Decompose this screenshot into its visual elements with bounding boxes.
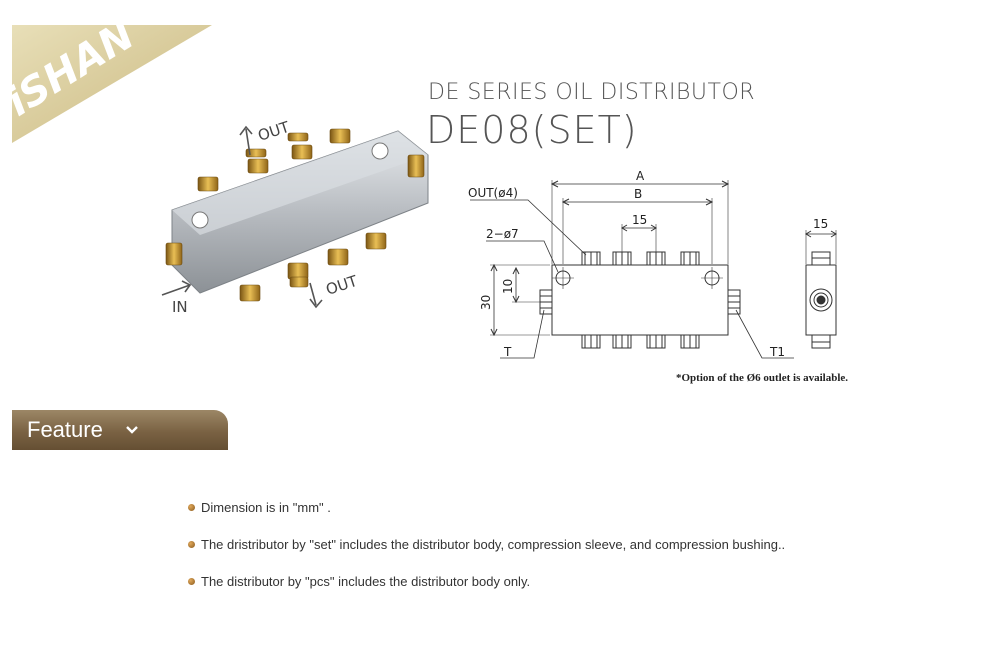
brand-logo-banner: iSHAN — [12, 25, 212, 143]
outlet-label: OUT(ø4) — [468, 186, 518, 200]
port-t1-label: T1 — [769, 345, 785, 359]
option-note: *Option of the Ø6 outlet is available. — [676, 372, 849, 384]
drawing-bottom-fittings — [581, 334, 700, 349]
dim-a-label: A — [636, 169, 645, 183]
height-total-label: 30 — [479, 295, 493, 310]
bottom-fittings — [239, 232, 387, 302]
top-fittings — [197, 128, 351, 192]
pitch-label: 15 — [632, 213, 647, 227]
outlet-side-fitting — [407, 154, 425, 178]
bullet-icon — [188, 577, 195, 585]
inlet-fitting — [165, 242, 183, 266]
out-top-arrow — [239, 125, 253, 156]
bullet-icon — [188, 540, 195, 548]
list-item: Dimension is in "mm" . — [188, 498, 785, 516]
out-bottom-label: OUT — [324, 272, 361, 299]
in-label: IN — [172, 298, 188, 315]
mount-hole-left — [191, 211, 209, 229]
feature-item-text: Dimension is in "mm" . — [201, 499, 331, 515]
drawing-top-fittings — [581, 251, 700, 266]
height-inlet-label: 10 — [501, 279, 515, 294]
out-top-label: OUT — [256, 118, 293, 145]
out-bottom-arrow — [309, 282, 323, 309]
list-item: The dristributor by "set" includes the d… — [188, 535, 785, 553]
mount-holes-label: 2−ø7 — [486, 227, 519, 241]
in-arrow — [161, 280, 192, 296]
feature-tab[interactable]: Feature — [12, 410, 228, 450]
technical-drawing: A B 15 OUT(ø4) 2−ø7 30 10 T T1 — [460, 160, 900, 375]
mount-hole-right — [371, 142, 389, 160]
port-t-label: T — [503, 345, 512, 359]
logo-graphic: iSHAN — [12, 25, 212, 143]
feature-item-text: The distributor by "pcs" includes the di… — [201, 573, 531, 589]
list-item: The distributor by "pcs" includes the di… — [188, 572, 785, 590]
feature-tab-label: Feature — [27, 417, 103, 442]
feature-item-text: The dristributor by "set" includes the d… — [201, 536, 786, 552]
product-photo: OUT OUT IN — [160, 115, 450, 316]
bullet-icon — [188, 503, 195, 511]
series-title: DE SERIES OIL DISTRIBUTOR — [428, 80, 756, 105]
model-title: DE08(SET) — [426, 108, 638, 152]
side-width-label: 15 — [813, 217, 828, 231]
dim-b-label: B — [634, 187, 642, 201]
feature-list: Dimension is in "mm" . The dristributor … — [188, 498, 785, 609]
chevron-down-icon — [125, 425, 139, 435]
drawing-body — [551, 264, 729, 336]
